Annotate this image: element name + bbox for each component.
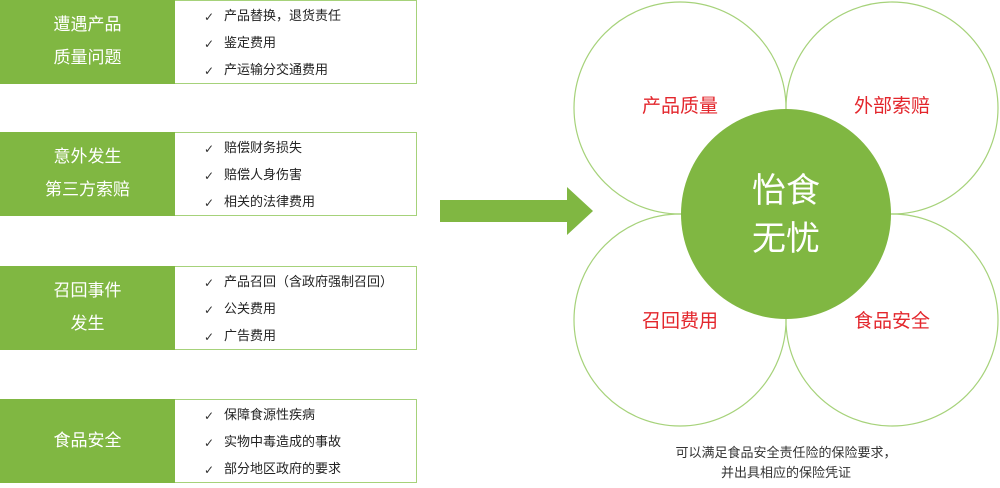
- check-icon: ✓: [204, 436, 215, 450]
- list-item-label: 产品召回（含政府强制召回）: [224, 275, 394, 290]
- group-food-safety: 食品安全 ✓ 保障食源性疾病 ✓ 实物中毒造成的事故 ✓ 部分地区政府的要求: [0, 399, 417, 483]
- check-icon: ✓: [204, 409, 215, 423]
- list-item: ✓ 相关的法律费用: [204, 193, 315, 213]
- list-item: ✓ 广告费用: [204, 327, 276, 347]
- check-icon: ✓: [204, 37, 215, 51]
- caption-line: 可以满足食品安全责任险的保险要求，: [675, 445, 896, 461]
- arrow-shaft: [440, 200, 568, 222]
- list-item-label: 产运输分交通费用: [224, 63, 329, 78]
- check-icon: ✓: [204, 463, 215, 477]
- list-item: ✓ 赔偿人身伤害: [204, 166, 302, 186]
- list-item: ✓ 产运输分交通费用: [204, 61, 328, 81]
- group-title: 食品安全: [0, 399, 175, 483]
- list-item: ✓ 公关费用: [204, 300, 276, 320]
- check-icon: ✓: [204, 276, 215, 290]
- group-title-line: 发生: [70, 314, 105, 334]
- group-title-line: 召回事件: [53, 281, 122, 301]
- group-item-list: ✓ 产品召回（含政府强制召回） ✓ 公关费用 ✓ 广告费用: [175, 266, 417, 350]
- center-title-line: 怡食: [752, 171, 820, 211]
- petal-label-product-quality: 产品质量: [642, 95, 718, 117]
- petal-label-external-claim: 外部索赔: [854, 95, 930, 117]
- group-title-line: 质量问题: [53, 48, 122, 68]
- list-item-label: 鉴定费用: [224, 36, 277, 51]
- group-item-list: ✓ 赔偿财务损失 ✓ 赔偿人身伤害 ✓ 相关的法律费用: [175, 132, 417, 216]
- check-icon: ✓: [204, 303, 215, 317]
- group-title-line: 意外发生: [53, 147, 122, 167]
- group-title: 召回事件 发生: [0, 266, 175, 350]
- list-item-label: 赔偿财务损失: [224, 141, 303, 156]
- coverage-diagram: 产品质量 外部索赔 召回费用 食品安全 怡食 无忧 可以满足食品安全责任险的保险…: [440, 1, 999, 481]
- list-item-label: 部分地区政府的要求: [224, 462, 342, 477]
- list-item-label: 赔偿人身伤害: [224, 168, 303, 183]
- check-icon: ✓: [204, 64, 215, 78]
- group-title-line: 食品安全: [53, 430, 122, 451]
- check-icon: ✓: [204, 196, 215, 210]
- list-item-label: 实物中毒造成的事故: [224, 435, 342, 450]
- list-item-label: 产品替换，退货责任: [224, 9, 342, 24]
- list-item: ✓ 实物中毒造成的事故: [204, 433, 341, 453]
- group-title: 遭遇产品 质量问题: [0, 0, 175, 84]
- group-title-line: 遭遇产品: [53, 15, 122, 35]
- group-product-quality: 遭遇产品 质量问题 ✓ 产品替换，退货责任 ✓ 鉴定费用 ✓ 产运输分交通费用: [0, 0, 417, 84]
- check-icon: ✓: [204, 142, 215, 156]
- check-icon: ✓: [204, 10, 215, 24]
- right-arrow-icon: [440, 187, 593, 235]
- list-item: ✓ 鉴定费用: [204, 34, 276, 54]
- caption-line: 并出具相应的保险凭证: [721, 465, 851, 481]
- list-item: ✓ 保障食源性疾病: [204, 406, 315, 426]
- group-title: 意外发生 第三方索赔: [0, 132, 175, 216]
- group-recall-event: 召回事件 发生 ✓ 产品召回（含政府强制召回） ✓ 公关费用 ✓ 广告费用: [0, 266, 417, 350]
- arrow-head: [567, 187, 593, 235]
- list-item: ✓ 产品替换，退货责任: [204, 7, 341, 27]
- group-item-list: ✓ 产品替换，退货责任 ✓ 鉴定费用 ✓ 产运输分交通费用: [175, 0, 417, 84]
- group-item-list: ✓ 保障食源性疾病 ✓ 实物中毒造成的事故 ✓ 部分地区政府的要求: [175, 399, 417, 483]
- group-third-party-claim: 意外发生 第三方索赔 ✓ 赔偿财务损失 ✓ 赔偿人身伤害 ✓ 相关的法律费用: [0, 132, 417, 216]
- list-item-label: 保障食源性疾病: [224, 408, 316, 423]
- petal-label-food-safety: 食品安全: [854, 310, 930, 332]
- petal-circle-bottom-right: [785, 213, 999, 427]
- check-icon: ✓: [204, 330, 215, 344]
- petal-label-recall-cost: 召回费用: [642, 310, 718, 332]
- list-item: ✓ 部分地区政府的要求: [204, 460, 341, 480]
- center-title-line: 无忧: [752, 219, 820, 259]
- list-item-label: 公关费用: [224, 302, 277, 317]
- check-icon: ✓: [204, 169, 215, 183]
- list-item: ✓ 产品召回（含政府强制召回）: [204, 273, 393, 293]
- list-item: ✓ 赔偿财务损失: [204, 139, 302, 159]
- group-title-line: 第三方索赔: [45, 180, 130, 200]
- center-circle: [681, 109, 891, 319]
- list-item-label: 相关的法律费用: [224, 195, 316, 210]
- list-item-label: 广告费用: [224, 329, 277, 344]
